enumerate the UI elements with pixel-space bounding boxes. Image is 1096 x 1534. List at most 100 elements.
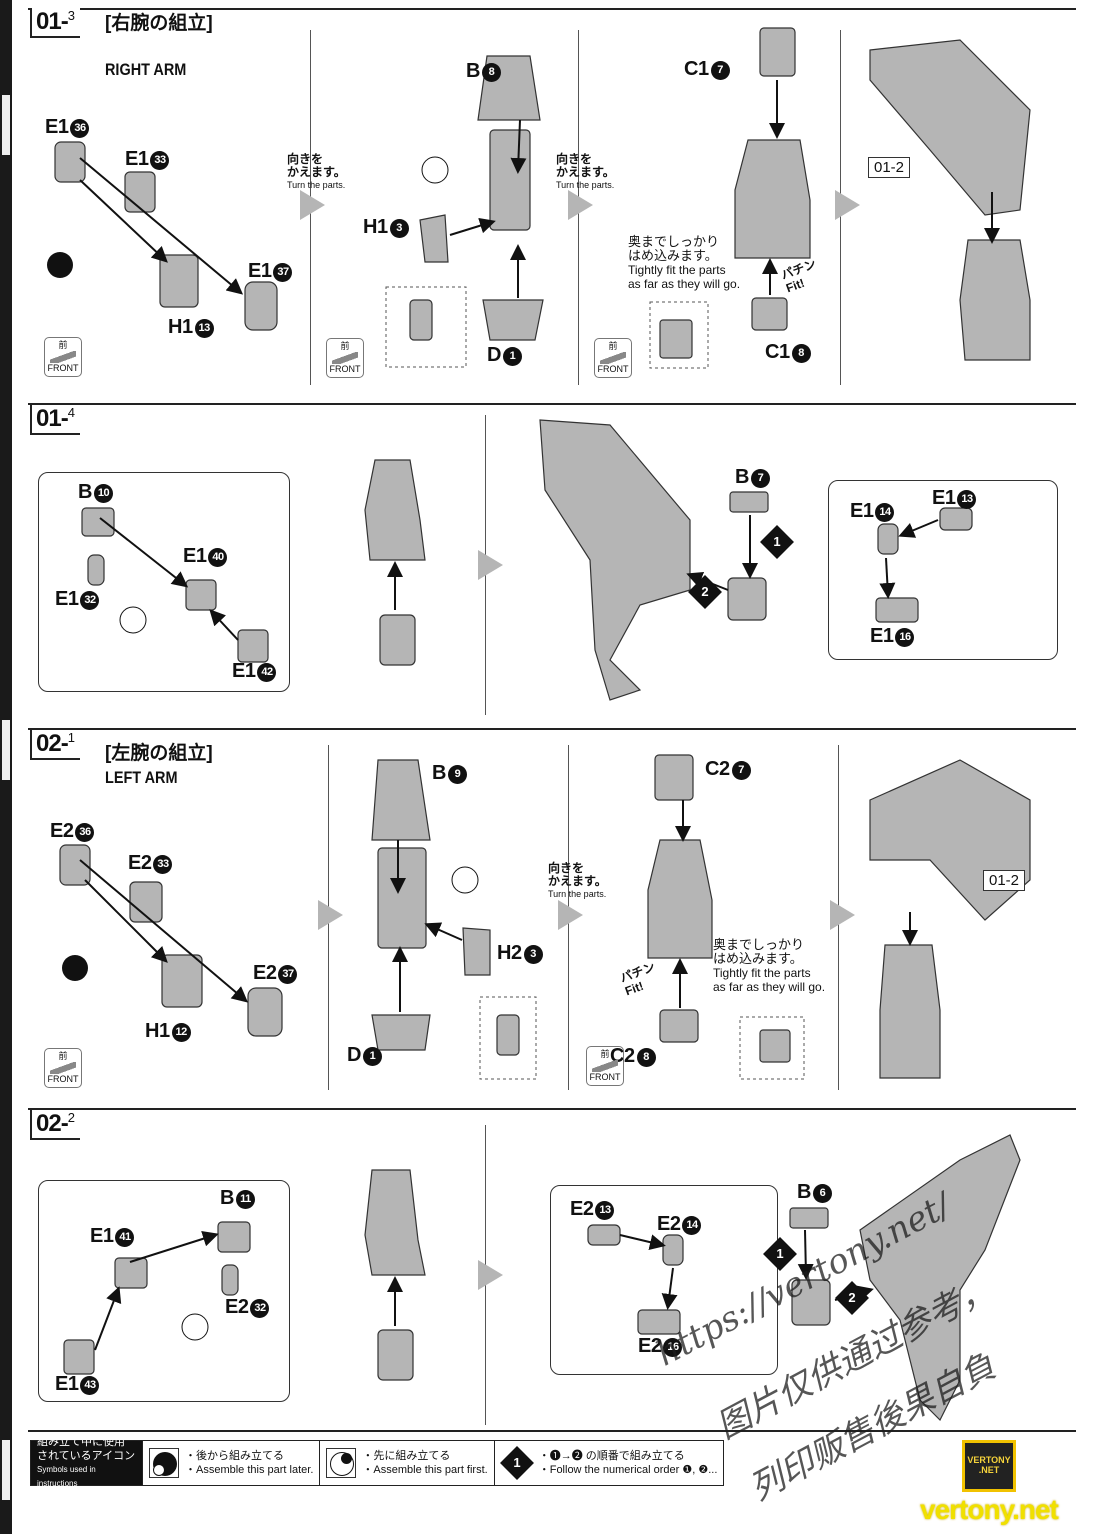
part-c2-7 bbox=[654, 754, 694, 801]
part-h2-3 bbox=[462, 927, 491, 976]
front-arrow-icon bbox=[50, 351, 76, 363]
divider bbox=[28, 8, 1076, 10]
hand-joint bbox=[379, 614, 416, 666]
legend-assemble-first: ・先に組み立てる・Assemble this part first. bbox=[320, 1441, 495, 1485]
part-e2-36 bbox=[59, 844, 91, 886]
divider bbox=[28, 728, 1076, 730]
step-number: 02-2 bbox=[30, 1110, 80, 1140]
order-marker-1: 1 bbox=[760, 525, 794, 559]
vertony-logo: VERTONY .NET bbox=[962, 1440, 1016, 1492]
turn-parts-note: 向きをかえます。Turn the parts. bbox=[556, 152, 615, 191]
part-c2-8 bbox=[659, 1009, 699, 1043]
front-arrow-icon bbox=[50, 1062, 76, 1074]
order-marker-2: 2 bbox=[835, 1281, 869, 1315]
step-reference: 01-2 bbox=[868, 157, 911, 178]
upper-arm-frame bbox=[489, 129, 531, 231]
part-h2-3-detail bbox=[496, 1014, 520, 1056]
divider bbox=[28, 1108, 1076, 1110]
vertony-site-text: vertony.net bbox=[920, 1494, 1059, 1525]
step-number: 01-4 bbox=[30, 405, 80, 435]
step-number: 02-1 bbox=[30, 730, 80, 760]
front-arrow-icon bbox=[600, 352, 626, 364]
arm-assembly bbox=[879, 944, 941, 1079]
section-title-en: LEFT ARM bbox=[105, 768, 178, 787]
hand-joint bbox=[377, 1329, 414, 1381]
legend-numerical-order: 1・❶→❷ の順番で組み立てる・Follow the numerical ord… bbox=[495, 1441, 724, 1485]
next-step-arrows bbox=[300, 190, 860, 1290]
upper-arm-assembly bbox=[734, 139, 811, 259]
section-title-jp: [左腕の組立] bbox=[105, 743, 213, 764]
arm-with-shoulder bbox=[859, 1134, 1021, 1422]
part-h1-12 bbox=[161, 954, 203, 1008]
part-h1-3-detail bbox=[409, 299, 433, 341]
part-b7 bbox=[729, 491, 769, 513]
assemble-later-icon bbox=[149, 1448, 179, 1478]
part-h1-3 bbox=[419, 214, 449, 263]
part-h1-13 bbox=[159, 254, 199, 308]
step-number: 01-3 bbox=[30, 8, 80, 38]
assemble-later-icon bbox=[47, 252, 73, 278]
elbow-joint bbox=[791, 1279, 831, 1326]
arm-assembly bbox=[959, 239, 1031, 361]
turn-parts-note: 向きをかえます。Turn the parts. bbox=[548, 861, 607, 900]
turn-parts-note: 向きをかえます。Turn the parts. bbox=[287, 152, 346, 191]
front-arrow-icon bbox=[592, 1060, 618, 1072]
upper-arm-assembly bbox=[647, 839, 713, 959]
forearm-section bbox=[364, 459, 426, 561]
part-c2-8-detail bbox=[759, 1029, 791, 1063]
divider bbox=[28, 403, 1076, 405]
section-title-en: RIGHT ARM bbox=[105, 60, 187, 79]
arm-with-shoulder bbox=[539, 419, 691, 701]
step-reference: 01-2 bbox=[983, 870, 1026, 891]
part-b6 bbox=[789, 1207, 829, 1229]
divider bbox=[28, 1430, 1076, 1432]
order-marker-icon: 1 bbox=[499, 1446, 534, 1480]
binding-strip bbox=[0, 0, 12, 1534]
part-e2-37 bbox=[247, 987, 283, 1037]
part-c1-8-detail bbox=[659, 319, 693, 359]
forearm-section bbox=[364, 1169, 426, 1276]
section-title-jp: [右腕の組立] bbox=[105, 13, 213, 34]
order-marker-2: 2 bbox=[688, 575, 722, 609]
